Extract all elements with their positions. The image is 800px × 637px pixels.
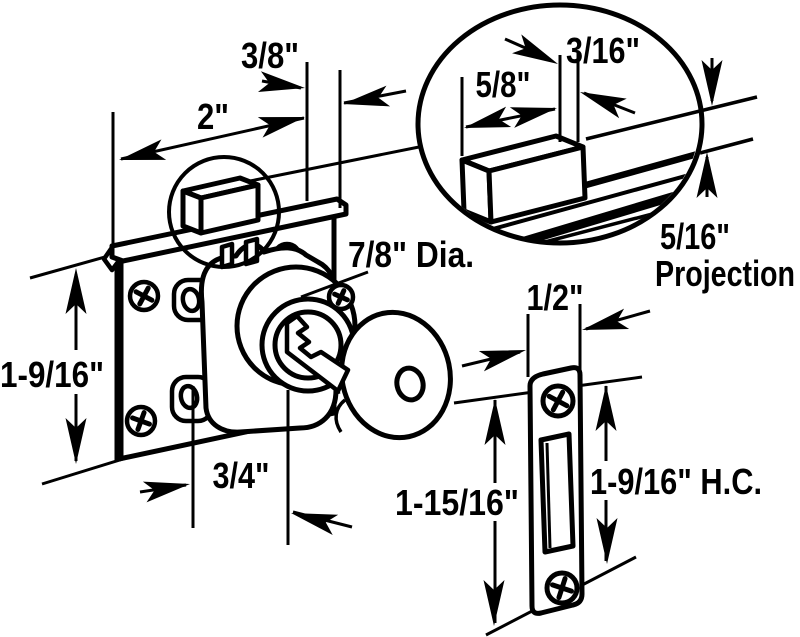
arrowhead: [341, 85, 391, 115]
zoom-connector-line: [249, 144, 425, 183]
dim-label-bolt-length: 5/8": [476, 64, 531, 105]
arrowhead: [116, 139, 167, 171]
inset-drawer-surface-line: [444, 204, 684, 241]
strike-hole-inner-edge: [545, 442, 552, 549]
bar-top-reference-line: [699, 137, 754, 155]
strike-screw: [544, 570, 580, 606]
inset-latch-bolt: [459, 133, 588, 225]
plate-screw: [124, 404, 158, 438]
dim-label-bolt-offset: 3/16": [566, 30, 640, 71]
lock-assembly: [29, 144, 453, 486]
dim-label-strike-hole-centers: 1-9/16" H.C.: [590, 461, 762, 502]
arrowhead: [142, 473, 192, 503]
strike-plate-view: 1/2" 1-15/16" 1-9/16" H.C.: [395, 277, 762, 637]
leader-line: [300, 270, 369, 299]
inset-bar-shadow-band: [426, 185, 697, 241]
detail-inset: 5/8" 3/16" 5/16" Projection: [415, 2, 795, 294]
arrowhead: [478, 339, 529, 372]
dim-label-projection-value: 5/16": [660, 216, 730, 257]
latch-bolt: [180, 175, 261, 236]
arrowhead: [257, 106, 308, 138]
plate-screw: [127, 279, 161, 313]
dim-label-plate-width: 2": [197, 96, 229, 137]
dim-label-plate-height: 1-9/16": [0, 354, 104, 395]
dim-label-cylinder-diameter: 7/8" Dia.: [348, 234, 474, 275]
strike-screw: [540, 383, 576, 419]
key-bow-hole: [394, 365, 426, 403]
arrowhead: [288, 502, 339, 536]
bar-leg: [219, 241, 235, 270]
key: [284, 309, 453, 441]
key-blade: [284, 313, 351, 394]
dim-label-cylinder-offset: 3/4": [213, 455, 270, 496]
dim-label-bolt-width: 3/8": [241, 35, 299, 76]
dim-label-strike-height: 1-15/16": [395, 482, 519, 523]
main-dimensions: 2" 3/8" 1-9/16" 3/4" 7/8" Dia.: [0, 35, 474, 545]
dim-label-strike-width: 1/2": [527, 277, 584, 318]
zoom-circle-small: [167, 155, 281, 269]
dim-label-projection-word: Projection: [655, 253, 795, 294]
bolt-top-reference-line: [585, 95, 758, 141]
strike-hole: [538, 431, 576, 555]
arrowhead: [579, 308, 630, 341]
housing-screw: [326, 282, 356, 312]
flange-bar: [109, 196, 349, 264]
key-shoulder: [334, 398, 347, 433]
